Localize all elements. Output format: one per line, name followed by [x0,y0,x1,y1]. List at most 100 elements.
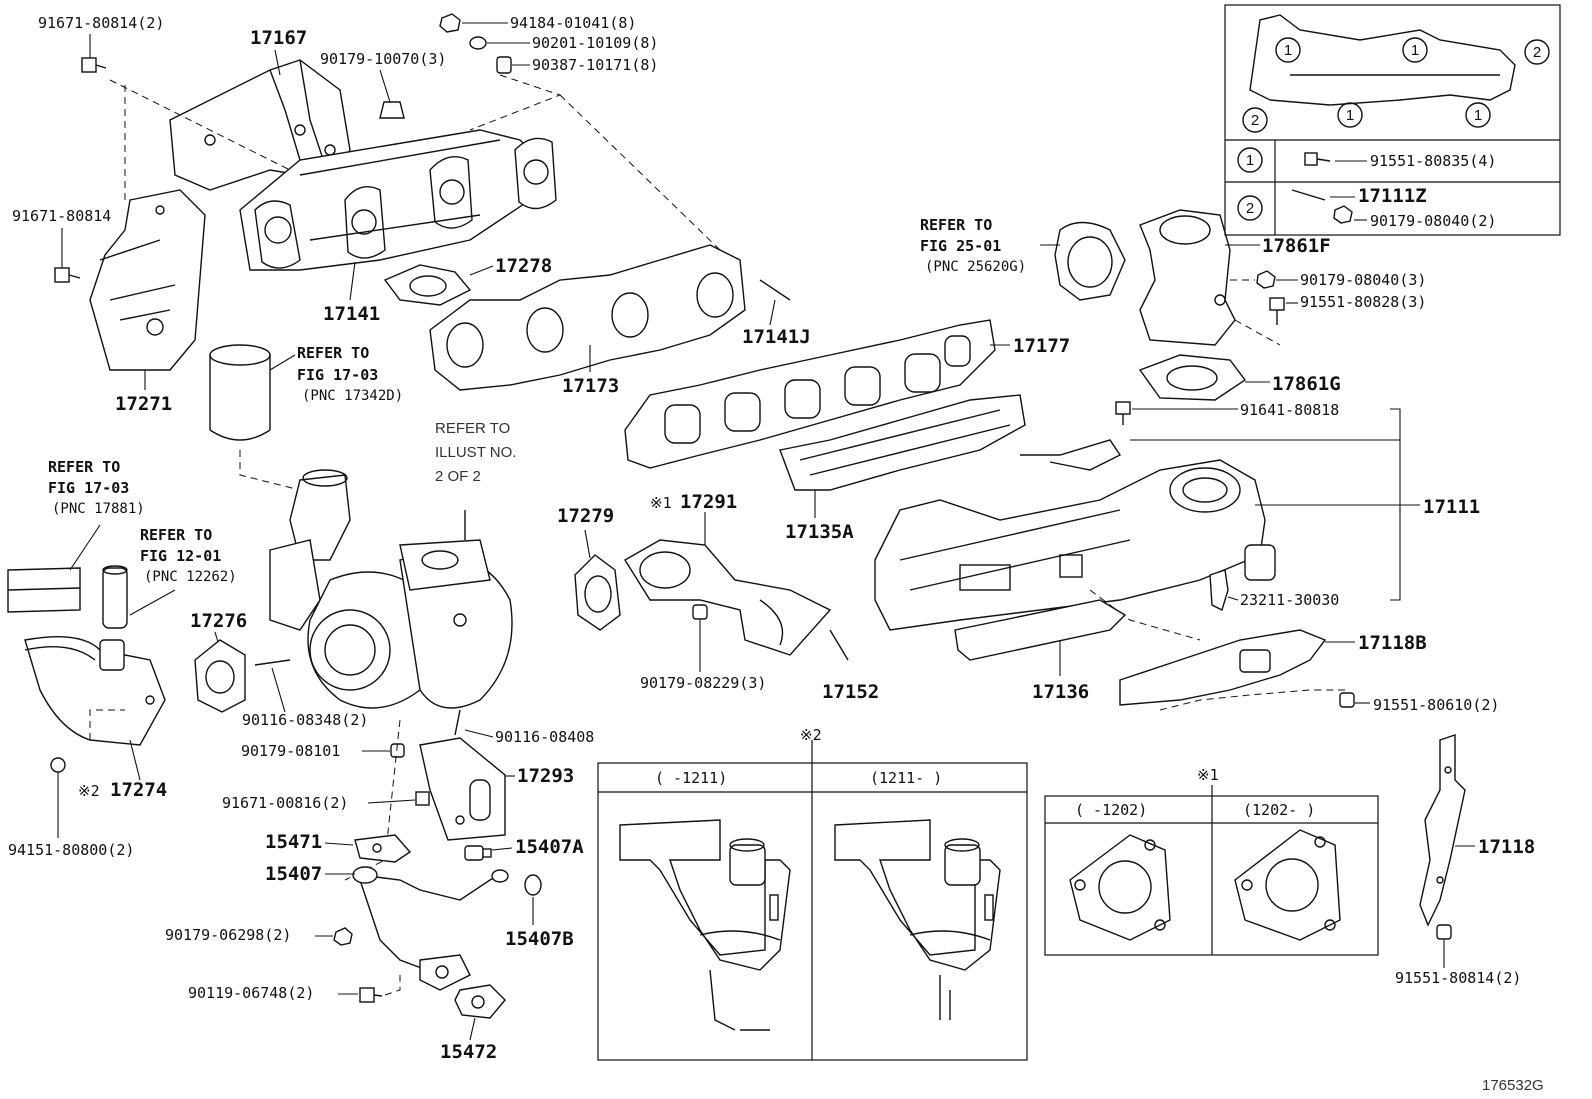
inset-mark-2b: 2 [1533,44,1541,61]
gasket-17177 [624,319,996,469]
nut-94151 [50,757,66,773]
stud-17152 [829,629,849,661]
part-91671-00816-label: 91671-00816(2) [222,794,348,812]
part-90179-06298-label: 90179-06298(2) [165,926,291,944]
hose-ref-17881 [7,567,81,613]
figure-code: 176532G [1482,1077,1544,1094]
stud-90116-08348 [254,659,291,666]
inset-mark-1c: 1 [1346,107,1354,124]
sensor-23211-30030 [1209,569,1229,611]
part-15407A-label: 15407A [515,836,584,858]
part-17291-label: 17291 [680,491,737,513]
ref2-line1: REFER TO [48,458,120,476]
ref4-line1: REFER TO [920,216,992,234]
ref5-line3: 2 OF 2 [435,468,481,485]
part-90179-08040-3-label: 90179-08040(3) [1300,271,1426,289]
part-94184-label: 94184-01041(8) [510,14,636,32]
part-91551-80610-label: 91551-80610(2) [1373,696,1499,714]
part-17152-label: 17152 [822,681,879,703]
part-17278-label: 17278 [495,255,552,277]
part-17293-label: 17293 [517,765,574,787]
part-94151-label: 94151-80800(2) [8,841,134,859]
ref1-line3: (PNC 17342D) [302,388,403,404]
part-17135A-label: 17135A [785,521,854,543]
part-17167-label: 17167 [250,27,307,49]
gasket-17279 [574,554,621,631]
bolt-91671-80814-top [81,57,107,73]
plate-17118B [1119,629,1327,706]
inset-mark-1b: 1 [1411,42,1419,59]
gasket-17276 [194,639,246,713]
bracket-17118 [1419,734,1466,927]
gasket-17861G [1138,354,1247,401]
ref1-line1: REFER TO [297,344,369,362]
inset-mark-2a: 2 [1251,112,1259,129]
bolt-91551-80828 [1269,297,1285,325]
inset-row2-marker: 2 [1246,200,1254,217]
nut-90179-08040 [1256,270,1276,289]
bolt-91671-00816 [415,791,430,806]
part-91671-80814-label: 91671-80814 [12,207,111,225]
elbow-variant-late [834,819,1001,1020]
part-90179-08101-label: 90179-08101 [241,742,340,760]
gasket-ref-25620G [1054,221,1126,301]
inset-row2-part2: 90179-08040(2) [1370,212,1496,230]
note-x1-17291: ※1 [650,494,672,512]
inset-x1-title: ※1 [1197,766,1219,784]
part-17136-label: 17136 [1032,681,1089,703]
inset-x2-col1: ( -1211) [655,769,727,787]
gasket-15472 [454,984,506,1019]
pipe-17861F [1139,209,1236,346]
part-17177-label: 17177 [1013,335,1070,357]
ref4-line2: FIG 25-01 [920,237,1001,255]
oil-pipe-15407 [352,866,509,991]
part-91551-80828-label: 91551-80828(3) [1300,293,1426,311]
part-17274-label: 17274 [110,779,167,801]
part-15407-label: 15407 [265,863,322,885]
cooler-17135A [779,394,1026,491]
gasket-17173 [429,244,746,391]
inset-row1-part: 91551-80835(4) [1370,152,1496,170]
gasket-17278 [383,264,472,306]
elbow-17291 [624,539,832,656]
gasket-15407B [524,874,542,896]
bolt-15407A [464,845,492,861]
stud-90116-08408 [454,709,461,736]
inset-x2-variants: ※2 ( -1211) (1211- ) [597,726,1028,1061]
inset-row2-part1: 17111Z [1358,185,1427,207]
inset-x1-variants: ※1 ( -1202) (1202- ) [1044,766,1379,956]
part-17861G-label: 17861G [1272,373,1341,395]
bolt-91641-80818 [1115,401,1131,425]
part-17861F-label: 17861F [1262,235,1331,257]
ref5-line2: ILLUST NO. [435,444,516,461]
ref-block-3: REFER TO FIG 12-01 (PNC 12262) [140,526,237,585]
part-17118-label: 17118 [1478,836,1535,858]
washer-90201 [469,36,487,50]
part-90179-10070-label: 90179-10070(3) [320,50,446,68]
inset-x1-col1: ( -1202) [1075,801,1147,819]
ref-block-1: REFER TO FIG 17-03 (PNC 17342D) [297,344,403,404]
ref1-line2: FIG 17-03 [297,366,378,384]
part-23211-label: 23211-30030 [1240,591,1339,609]
heat-insulator-17271 [89,189,206,371]
part-90116-08348-label: 90116-08348(2) [242,711,368,729]
nut-90179-10070 [379,101,405,119]
ref5-line1: REFER TO [435,420,510,437]
bolt-90119-06748 [359,987,383,1003]
ref2-line2: FIG 17-03 [48,479,129,497]
inset-mark-1d: 1 [1474,107,1482,124]
pipe-ref-17342D [209,344,271,441]
part-90119-06748-label: 90119-06748(2) [188,984,314,1002]
elbow-17274 [24,636,166,746]
part-90116-08408-label: 90116-08408 [495,728,594,746]
nut-94184 [439,13,461,33]
part-90201-label: 90201-10109(8) [532,34,658,52]
ref3-line3: (PNC 12262) [144,569,237,585]
part-91551-80814-2-label: 91551-80814(2) [1395,969,1521,987]
gasket-variant-late [1234,829,1341,941]
part-17271-label: 17271 [115,393,172,415]
ref-block-2: REFER TO FIG 17-03 (PNC 17881) [48,458,145,517]
part-90179-08229-label: 90179-08229(3) [640,674,766,692]
inset-row1-marker: 1 [1246,152,1254,169]
